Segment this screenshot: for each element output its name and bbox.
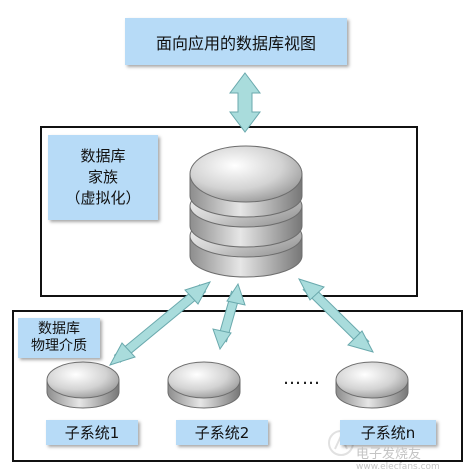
watermark-name: 电子发烧友	[356, 447, 422, 462]
subsystemn-disk-icon	[335, 361, 409, 409]
database-stack-icon	[189, 145, 303, 278]
subsystemn-label: 子系统n	[340, 420, 436, 445]
physical-media-label: 数据库 物理介质	[18, 318, 100, 358]
physical-media-frame	[12, 310, 463, 462]
subsystem1-label: 子系统1	[46, 420, 138, 445]
app-view-label: 面向应用的数据库视图	[125, 18, 347, 65]
database-family-frame	[40, 126, 418, 297]
subsystem2-disk-icon	[167, 361, 241, 409]
arrow-family-to-subsystem1	[108, 281, 212, 366]
database-family-label: 数据库 家族 （虚拟化）	[48, 135, 158, 220]
media-label-line1: 数据库	[38, 321, 80, 337]
watermark-text: 电子发烧友 www.elecfans.com	[356, 443, 440, 472]
family-label-line2: 家族	[87, 168, 118, 186]
more-subsystems-ellipsis: ……	[283, 368, 321, 389]
arrow-family-to-subsystem2	[212, 282, 246, 351]
family-label-line3: （虚拟化）	[65, 189, 141, 207]
arrow-app-to-family	[229, 72, 261, 133]
subsystem2-label: 子系统2	[176, 420, 268, 445]
watermark-url: www.elecfans.com	[356, 462, 440, 472]
family-label-line1: 数据库	[80, 147, 126, 165]
arrow-family-to-subsystemn	[297, 278, 374, 353]
subsystem1-disk-icon	[46, 361, 120, 409]
media-label-line2: 物理介质	[31, 338, 87, 354]
